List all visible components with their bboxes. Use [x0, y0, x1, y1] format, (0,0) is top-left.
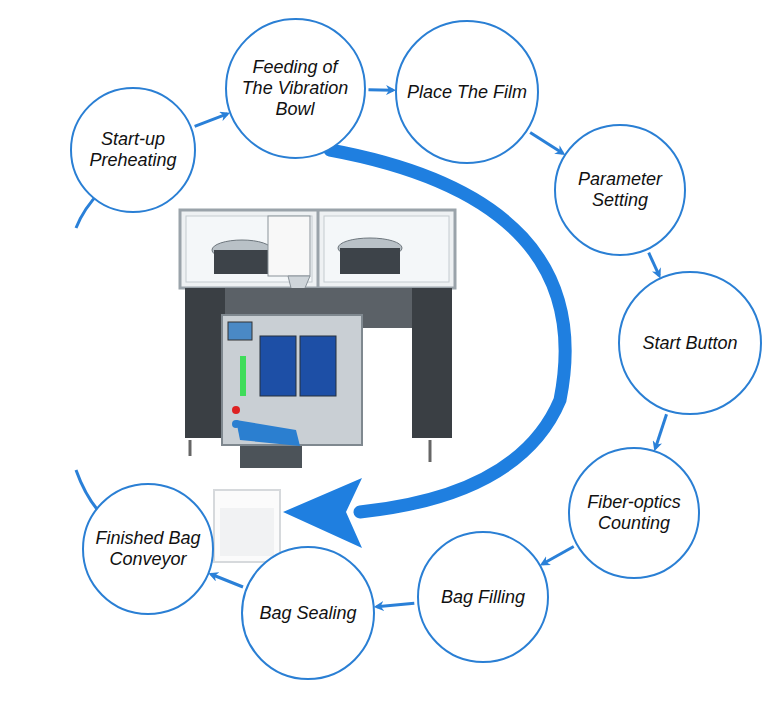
step-label: Place The Film	[402, 82, 532, 103]
step-circle: Place The Film	[395, 20, 539, 164]
flow-arrow	[377, 603, 415, 606]
flow-arrow	[195, 114, 228, 126]
step-circle: Fiber-optics Counting	[568, 447, 700, 579]
flow-arrow	[368, 88, 393, 92]
step-circle: Feeding of The Vibration Bowl	[225, 18, 366, 159]
step-circle: Bag Filling	[417, 531, 549, 663]
step-circle: Bag Sealing	[241, 546, 375, 680]
flow-arrow	[542, 547, 573, 564]
finished-bag	[214, 490, 280, 562]
flow-arrow	[655, 414, 666, 448]
step-circle: Parameter Setting	[554, 124, 686, 256]
flow-arrow	[530, 132, 563, 153]
step-label: Finished Bag Conveyor	[92, 528, 204, 570]
step-label: Bag Sealing	[248, 603, 368, 624]
step-circle: Start Button	[618, 271, 762, 415]
flow-arrow	[649, 253, 660, 276]
step-label: Parameter Setting	[570, 169, 670, 211]
guard-frame	[180, 210, 455, 288]
step-label: Start Button	[625, 333, 755, 354]
return-arc	[330, 150, 565, 512]
return-arrowhead	[283, 478, 362, 548]
step-circle: Finished Bag Conveyor	[82, 483, 214, 615]
flow-arrow	[211, 574, 243, 587]
step-label: Bag Filling	[428, 587, 538, 608]
step-label: Fiber-optics Counting	[578, 492, 690, 534]
step-label: Start-up Preheating	[86, 129, 181, 171]
step-label: Feeding of The Vibration Bowl	[239, 57, 351, 120]
step-circle: Start-up Preheating	[70, 87, 196, 213]
